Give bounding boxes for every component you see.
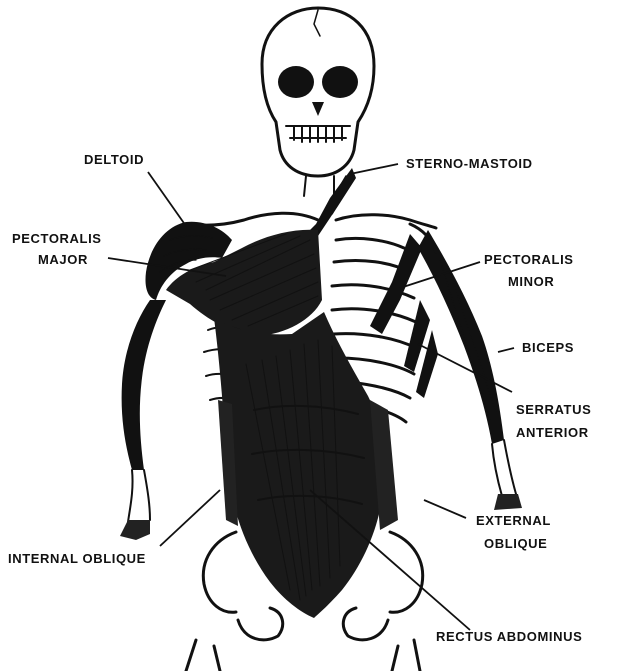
label-pectoralis-minor-line2: MINOR — [508, 274, 554, 289]
label-pectoralis-major-line2: MAJOR — [38, 252, 88, 267]
label-serratus-anterior-line2: ANTERIOR — [516, 425, 589, 440]
neck — [304, 168, 356, 236]
abdomen — [214, 312, 398, 618]
label-sterno-mastoid: STERNO-MASTOID — [406, 156, 533, 171]
sterno-mastoid-leader — [350, 164, 398, 174]
external-oblique-leader — [424, 500, 466, 518]
label-biceps: BICEPS — [522, 340, 574, 355]
deltoid-leader — [148, 172, 186, 226]
biceps-leader — [498, 348, 514, 352]
label-pectoralis-minor-line1: PECTORALIS — [484, 252, 574, 267]
left-arm — [120, 300, 166, 540]
skull — [262, 8, 374, 176]
label-serratus-anterior-line1: SERRATUS — [516, 402, 591, 417]
label-internal-oblique: INTERNAL OBLIQUE — [8, 551, 146, 566]
label-external-oblique-line1: EXTERNAL — [476, 513, 551, 528]
internal-oblique-leader — [160, 490, 220, 546]
label-rectus-abdominus: RECTUS ABDOMINUS — [436, 629, 582, 644]
clavicles — [184, 213, 436, 228]
label-pectoralis-major-line1: PECTORALIS — [12, 231, 102, 246]
label-deltoid: DELTOID — [84, 152, 144, 167]
label-external-oblique-line2: OBLIQUE — [484, 536, 547, 551]
